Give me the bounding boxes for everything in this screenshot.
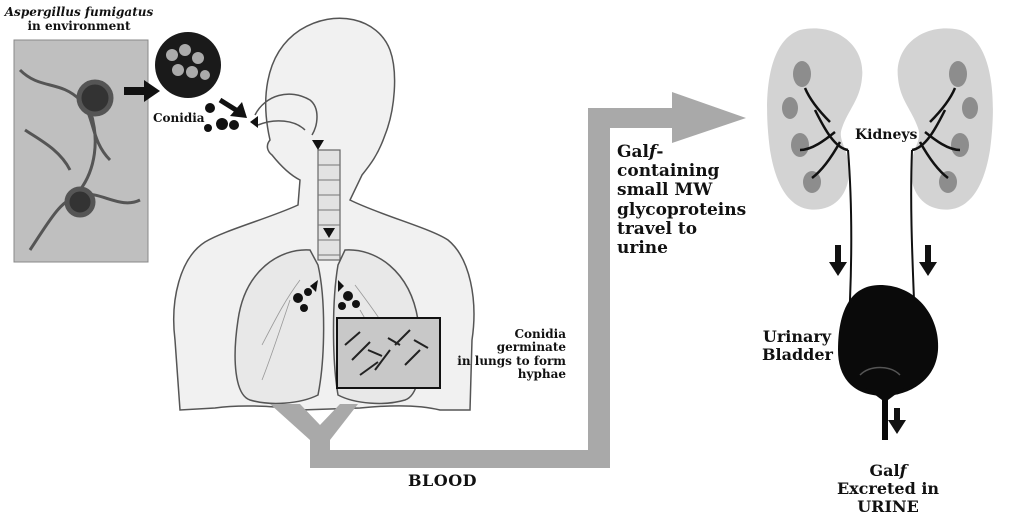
conidia-dots [204,103,239,132]
galf-line5: urine [617,238,668,259]
bladder-line1: Urinary [762,327,832,346]
trachea [317,149,341,261]
galf-line4: travel to [617,218,698,239]
trachea-rings [318,164,340,256]
bladder-line2: Bladder [762,344,833,364]
flow-rise [588,112,610,468]
germinate-line1: Conidia germinate [496,327,566,355]
kidneys [767,28,993,371]
conidiophore-head [76,79,114,117]
lung-conidia [293,288,360,312]
environment-label: Aspergillus fumigatus in environment [4,5,154,34]
kidneys-label: Kidneys [855,127,918,143]
flow-arrowhead [672,92,746,143]
galf-line3: glycoproteins [617,199,747,220]
excreted-line2: Excreted in [836,478,940,498]
conidia-micrograph [155,32,221,98]
flow-funnel [270,404,358,440]
conidiophore-head [64,186,96,218]
galf-line1: Galf-containing [617,142,720,182]
environment-photo [13,39,149,263]
photo-to-conidia-arrow [124,80,160,102]
urinary-bladder [838,285,939,440]
excreted-label: Galf Excreted in URINE [818,462,958,516]
germinate-line3: hyphae [517,367,566,382]
bladder-label: Urinary Bladder [762,327,833,364]
germinate-line2: in lungs to form [457,353,566,368]
germinate-label: Conidia germinate in lungs to form hypha… [446,327,566,382]
excreted-line1: Galf [869,461,907,480]
environment-subtitle: in environment [27,18,131,33]
left-lung [234,249,325,405]
species-name: Aspergillus fumigatus [4,5,154,19]
galf-line2: small MW [617,180,713,201]
conidia-label: Conidia [153,111,205,125]
conidia-to-nose-arrow [218,97,247,118]
left-kidney [767,28,863,210]
right-kidney [897,28,993,210]
excreted-line3: URINE [857,496,919,516]
blood-label: BLOOD [408,471,478,490]
airway-upper [254,93,318,136]
galf-travel-label: Galf-containing small MW glycoproteins t… [617,142,757,259]
blood-flow-arrow [270,92,746,468]
flow-bottom [310,450,610,468]
hyphae-micrograph [336,317,441,389]
ureter-arrows [829,245,937,434]
airway-arrows [250,116,344,292]
flow-top [588,108,676,128]
